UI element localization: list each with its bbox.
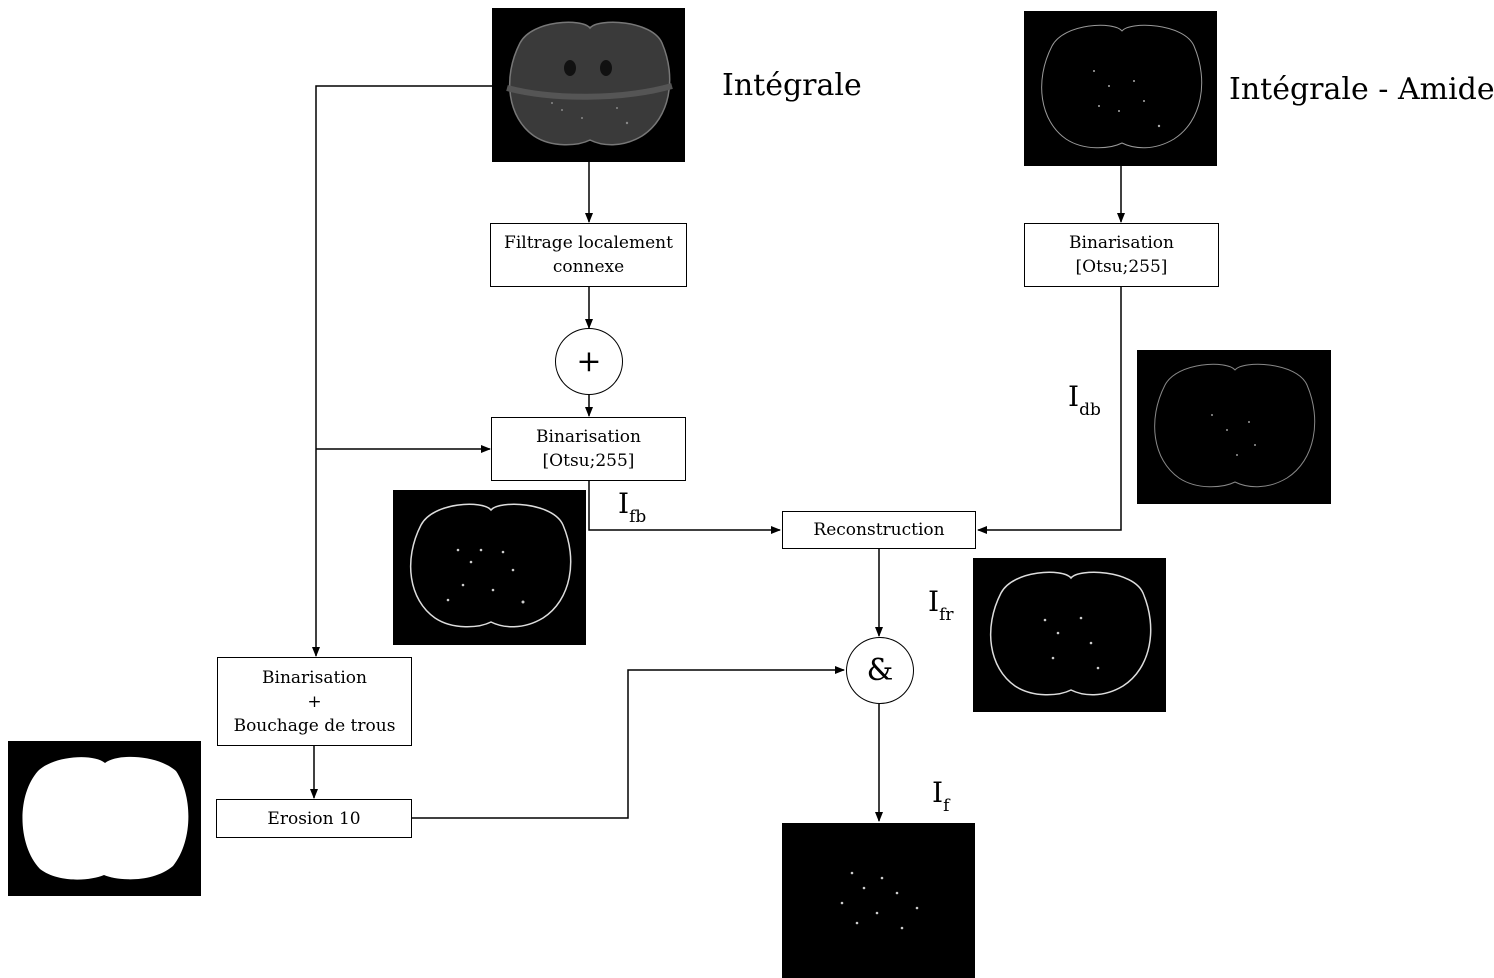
wire-integrale-to-left-branch — [312, 85, 492, 657]
plus-operator: + — [555, 328, 623, 395]
integrale-amides-title: Intégrale - Amides — [1229, 72, 1494, 107]
binarisation-left-line-1: Binarisation — [536, 427, 641, 447]
integrale-image — [492, 8, 685, 162]
bouchage-line-1: Binarisation — [262, 667, 367, 688]
idb-main: I — [1068, 380, 1080, 413]
filtrage-box: Filtrage localement connexe — [490, 223, 687, 287]
filtrage-line-2: connexe — [552, 257, 625, 277]
ifr-label: Ifr — [928, 585, 953, 625]
ifr-image — [973, 558, 1166, 712]
wire-ifb-to-reconstruction — [588, 481, 781, 534]
ifb-sub: fb — [629, 507, 647, 527]
erosion-label: Erosion 10 — [267, 808, 361, 829]
binarisation-otsu-left-box: Binarisation [Otsu;255] — [491, 417, 686, 481]
idb-sub: db — [1079, 400, 1101, 420]
ifb-label: Ifb — [618, 487, 646, 527]
binarisation-right-line-2: [Otsu;255] — [1075, 257, 1168, 277]
and-operator: & — [846, 637, 914, 704]
wire-idb-to-reconstruction — [977, 287, 1122, 534]
bouchage-line-2: + — [307, 691, 322, 712]
binarisation-bouchage-box: Binarisation + Bouchage de trous — [217, 657, 412, 746]
ifr-main: I — [928, 585, 940, 618]
binarisation-right-line-1: Binarisation — [1069, 233, 1174, 253]
idb-image — [1137, 350, 1331, 504]
if-sub: f — [943, 796, 950, 816]
if-output-image — [782, 823, 975, 978]
erosion-box: Erosion 10 — [216, 799, 412, 838]
integrale-amides-image — [1024, 11, 1217, 166]
idb-label: Idb — [1068, 380, 1101, 420]
filtrage-line-1: Filtrage localement — [504, 233, 673, 253]
if-label: If — [932, 776, 949, 816]
ifb-image — [393, 490, 586, 645]
bouchage-line-3: Bouchage de trous — [233, 715, 396, 736]
if-main: I — [932, 776, 944, 809]
ifb-main: I — [618, 487, 630, 520]
integrale-title: Intégrale — [722, 68, 862, 103]
wire-erosion-to-and — [411, 666, 845, 819]
binarisation-left-line-2: [Otsu;255] — [542, 451, 635, 471]
reconstruction-label: Reconstruction — [813, 520, 945, 540]
binarisation-otsu-right-box: Binarisation [Otsu;255] — [1024, 223, 1219, 287]
reconstruction-box: Reconstruction — [782, 511, 976, 549]
mask-image — [8, 741, 201, 896]
ifr-sub: fr — [939, 605, 954, 625]
